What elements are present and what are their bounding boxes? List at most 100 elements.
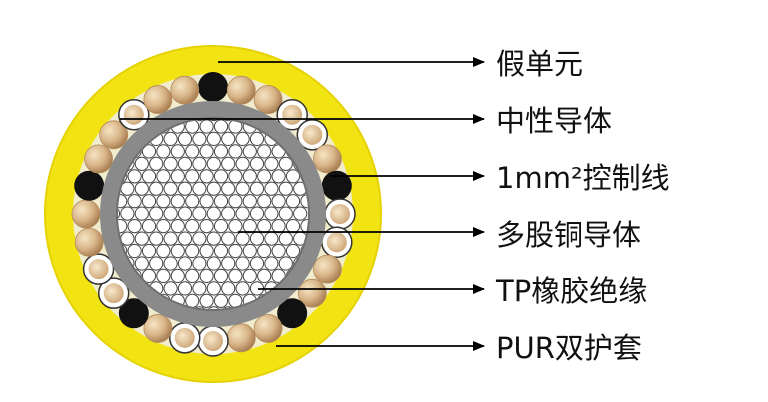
neutral-conductor-bundle [226,323,256,353]
copper-strand [177,231,193,246]
copper-strand [264,256,279,271]
copper-strand [163,206,178,221]
control-wire-core [302,124,323,145]
copper-strand [213,194,229,209]
copper-strand [242,219,257,234]
label-dummy-element: 假单元 [496,47,584,81]
copper-strand [242,194,257,209]
copper-strand [213,144,229,159]
copper-strand [278,181,293,196]
copper-strand [228,268,243,283]
copper-strand [249,156,265,171]
control-wire-core [203,331,223,351]
copper-strand [156,219,171,234]
copper-strand [249,131,265,146]
copper-strand [285,243,301,259]
copper-strand [163,281,178,296]
copper-strand [185,293,200,308]
copper-strand [185,169,200,184]
neutral-conductor-bundle [313,254,342,284]
copper-strand [185,194,200,209]
control-wire-core [103,283,124,304]
copper-strand [257,194,272,209]
copper-strand [149,206,164,221]
copper-strand [149,181,164,196]
copper-strand [163,231,178,246]
copper-strand [141,144,157,159]
copper-strand [221,256,236,271]
copper-strand [118,194,128,209]
copper-strand [199,268,214,283]
copper-strand [206,206,221,221]
copper-strand [118,219,128,234]
control-wire-core [282,104,303,125]
copper-strand [170,268,185,283]
copper-strand [285,219,301,234]
copper-strand [120,206,135,221]
dummy-element-black [198,72,228,102]
leader-lines [120,57,485,351]
copper-strand [235,231,250,246]
copper-strand [242,243,257,259]
copper-strand [235,131,250,146]
copper-strand [221,206,236,221]
copper-strand [120,231,135,246]
copper-strand [235,156,250,171]
copper-strand [213,219,229,234]
copper-strand [213,243,229,259]
copper-strand [221,181,236,196]
copper-strand [257,243,272,259]
copper-strand [278,256,293,271]
control-wire-core [88,259,109,280]
copper-strand [192,131,207,146]
neutral-conductor-bundle [71,199,101,229]
copper-strand [170,144,185,159]
copper-strand [185,144,200,159]
copper-strand [192,256,207,271]
copper-strand [127,243,142,259]
copper-strand [199,169,214,184]
dummy-element-black [74,170,105,201]
copper-strand [170,243,185,259]
copper-strand [285,169,301,184]
copper-strand [206,119,221,122]
copper-strand [271,243,286,259]
copper-strand [249,256,265,271]
copper-strand [213,169,229,184]
copper-strand [134,231,149,246]
copper-strand [177,156,193,171]
dummy-element-black [277,298,308,329]
copper-strand [206,131,221,146]
copper-strand [141,219,157,234]
copper-strand [228,169,243,184]
copper-strand [192,281,207,296]
copper-strand [221,306,236,309]
copper-strand [213,268,229,283]
copper-strand [156,144,171,159]
copper-strand [228,144,243,159]
copper-strand [264,181,279,196]
copper-strand [163,256,178,271]
copper-strand [235,281,250,296]
label-neutral-conductor: 中性导体 [496,104,613,138]
copper-strand [163,156,178,171]
copper-strand [118,206,121,221]
dummy-element-black [321,170,352,201]
copper-strand [156,194,171,209]
copper-strand [221,131,236,146]
neutral-conductor-bundle [253,314,283,343]
copper-strand [134,156,149,171]
neutral-conductor-bundle [74,227,104,257]
copper-strand [271,219,286,234]
outer-element-ring [71,72,356,357]
copper-strand [199,293,214,308]
copper-strand [141,194,157,209]
copper-strand [199,144,214,159]
copper-strand [192,206,207,221]
copper-strand [185,219,200,234]
copper-strand [257,169,272,184]
copper-strand [141,169,157,184]
copper-strand [192,231,207,246]
copper-strand [206,256,221,271]
label-stranded-copper: 多股铜导体 [496,218,642,252]
